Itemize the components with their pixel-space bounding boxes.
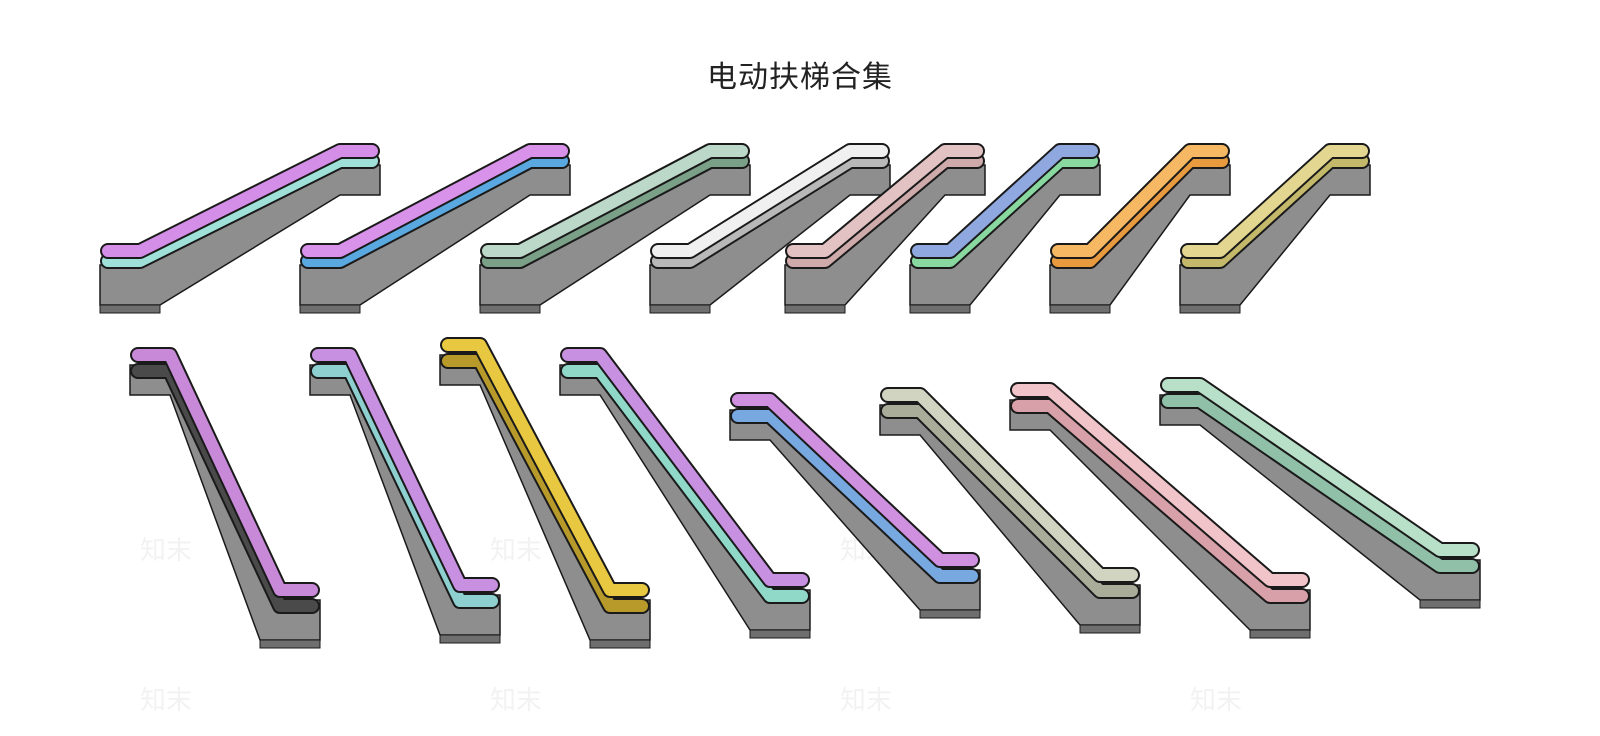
escalator-model — [99, 143, 381, 314]
pit-block — [589, 639, 651, 649]
pit-block — [1049, 304, 1111, 314]
handrail-front — [442, 339, 648, 596]
handrail-front — [1052, 145, 1228, 257]
handrail-front — [652, 145, 888, 257]
escalator-model — [649, 143, 891, 314]
pit-block — [439, 634, 501, 644]
handrail-front — [312, 349, 498, 591]
handrail-front — [912, 145, 1098, 257]
watermark: 知末 — [140, 536, 193, 566]
watermark: 知末 — [140, 686, 193, 716]
handrail-front — [132, 349, 318, 596]
pit-block — [99, 304, 161, 314]
handrail-back — [1012, 400, 1308, 602]
handrail-back — [102, 155, 378, 267]
escalator-model — [299, 143, 571, 314]
pit-block — [259, 639, 321, 649]
handrail-front — [787, 145, 983, 257]
pit-block — [1179, 304, 1241, 314]
escalator-model — [879, 387, 1141, 634]
escalator-model — [309, 347, 501, 644]
handrail-front — [482, 145, 748, 257]
pit-block — [919, 609, 981, 619]
handrail-front — [732, 394, 978, 566]
pit-block — [1419, 599, 1481, 609]
pit-block — [1079, 624, 1141, 634]
handrail-back — [732, 410, 978, 582]
handrail-front — [302, 145, 568, 257]
handrail-front — [102, 145, 378, 257]
escalator-model — [1009, 382, 1311, 639]
pit-block — [784, 304, 846, 314]
handrail-back — [652, 155, 888, 267]
handrail-back — [562, 365, 808, 602]
handrail-front — [562, 349, 808, 586]
handrail-front — [1182, 145, 1368, 257]
pit-block — [649, 304, 711, 314]
watermark: 知末 — [490, 686, 543, 716]
handrail-back — [302, 155, 568, 267]
pit-block — [1249, 629, 1311, 639]
handrail-front — [882, 389, 1138, 581]
escalator-model — [1049, 143, 1231, 314]
escalator-model — [909, 143, 1101, 314]
escalator-model — [729, 392, 981, 619]
handrail-back — [882, 405, 1138, 597]
page-title: 电动扶梯合集 — [707, 60, 893, 95]
pit-block — [299, 304, 361, 314]
escalator-model — [479, 143, 751, 314]
pit-block — [749, 629, 811, 639]
watermark: 知末 — [1190, 686, 1243, 716]
handrail-back — [1162, 395, 1478, 572]
escalator-model — [439, 337, 651, 649]
watermark: 知末 — [840, 686, 893, 716]
escalator-model — [559, 347, 811, 639]
handrail-front — [1162, 379, 1478, 556]
escalator-model — [1159, 377, 1481, 609]
pit-block — [479, 304, 541, 314]
pit-block — [909, 304, 971, 314]
watermark: 知末 — [490, 536, 543, 566]
handrail-back — [482, 155, 748, 267]
escalator-model — [784, 143, 986, 314]
escalator-model — [129, 347, 321, 649]
handrail-front — [1012, 384, 1308, 586]
escalator-model — [1179, 143, 1371, 314]
